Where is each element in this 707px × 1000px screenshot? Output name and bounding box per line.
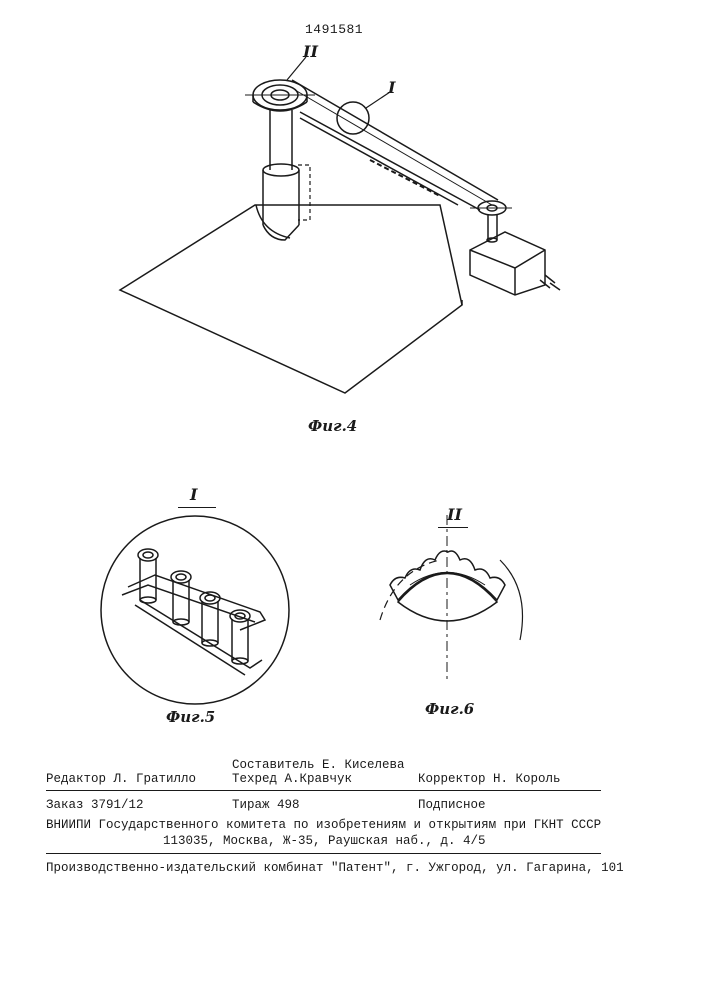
imprint-institute-line2: 113035, Москва, Ж-35, Раушская наб., д. … xyxy=(163,834,486,848)
figure-4-drawing xyxy=(0,0,707,460)
imprint-subscription: Подписное xyxy=(418,798,486,812)
fig4-label-I: I xyxy=(388,78,395,97)
arm-top-edge xyxy=(292,80,498,200)
column-base xyxy=(263,170,299,225)
motor-box xyxy=(470,232,545,295)
roller-2 xyxy=(171,571,191,625)
imprint-circulation: Тираж 498 xyxy=(232,798,300,812)
imprint-rule-1 xyxy=(46,790,601,791)
roller-1 xyxy=(138,549,158,603)
imprint-composer: Составитель Е. Киселева xyxy=(232,758,405,772)
imprint-rule-2 xyxy=(46,853,601,854)
imprint-publisher: Производственно-издательский комбинат "П… xyxy=(46,861,624,875)
fig4-caption: Фиг.4 xyxy=(308,417,357,435)
roller-3 xyxy=(200,592,220,646)
fig6-sprocket-teeth xyxy=(390,551,505,600)
column-shaft xyxy=(270,110,292,170)
fig6-pitch-arc-right xyxy=(500,560,523,640)
fig6-pitch-arc-left xyxy=(380,560,440,620)
fig6-title-rule xyxy=(438,527,468,528)
fig5-detail-circle xyxy=(101,516,289,704)
roller-4 xyxy=(230,610,250,664)
fig5-caption: Фиг.5 xyxy=(166,708,215,726)
detail-circle-I xyxy=(337,102,369,134)
fig5-title: I xyxy=(190,485,197,504)
fig6-title: II xyxy=(447,505,462,524)
imprint-institute-line1: ВНИИПИ Государственного комитета по изоб… xyxy=(46,818,601,832)
imprint-editor: Редактор Л. Гратилло xyxy=(46,772,196,786)
fig5-title-rule xyxy=(178,507,216,508)
arm-bottom-edge xyxy=(300,112,480,210)
imprint-techred: Техред А.Кравчук xyxy=(232,772,352,786)
fig6-hub xyxy=(398,574,497,622)
fig4-label-II: II xyxy=(303,42,318,61)
imprint-order: Заказ 3791/12 xyxy=(46,798,144,812)
imprint-corrector: Корректор Н. Король xyxy=(418,772,561,786)
fig6-caption: Фиг.6 xyxy=(425,700,474,718)
